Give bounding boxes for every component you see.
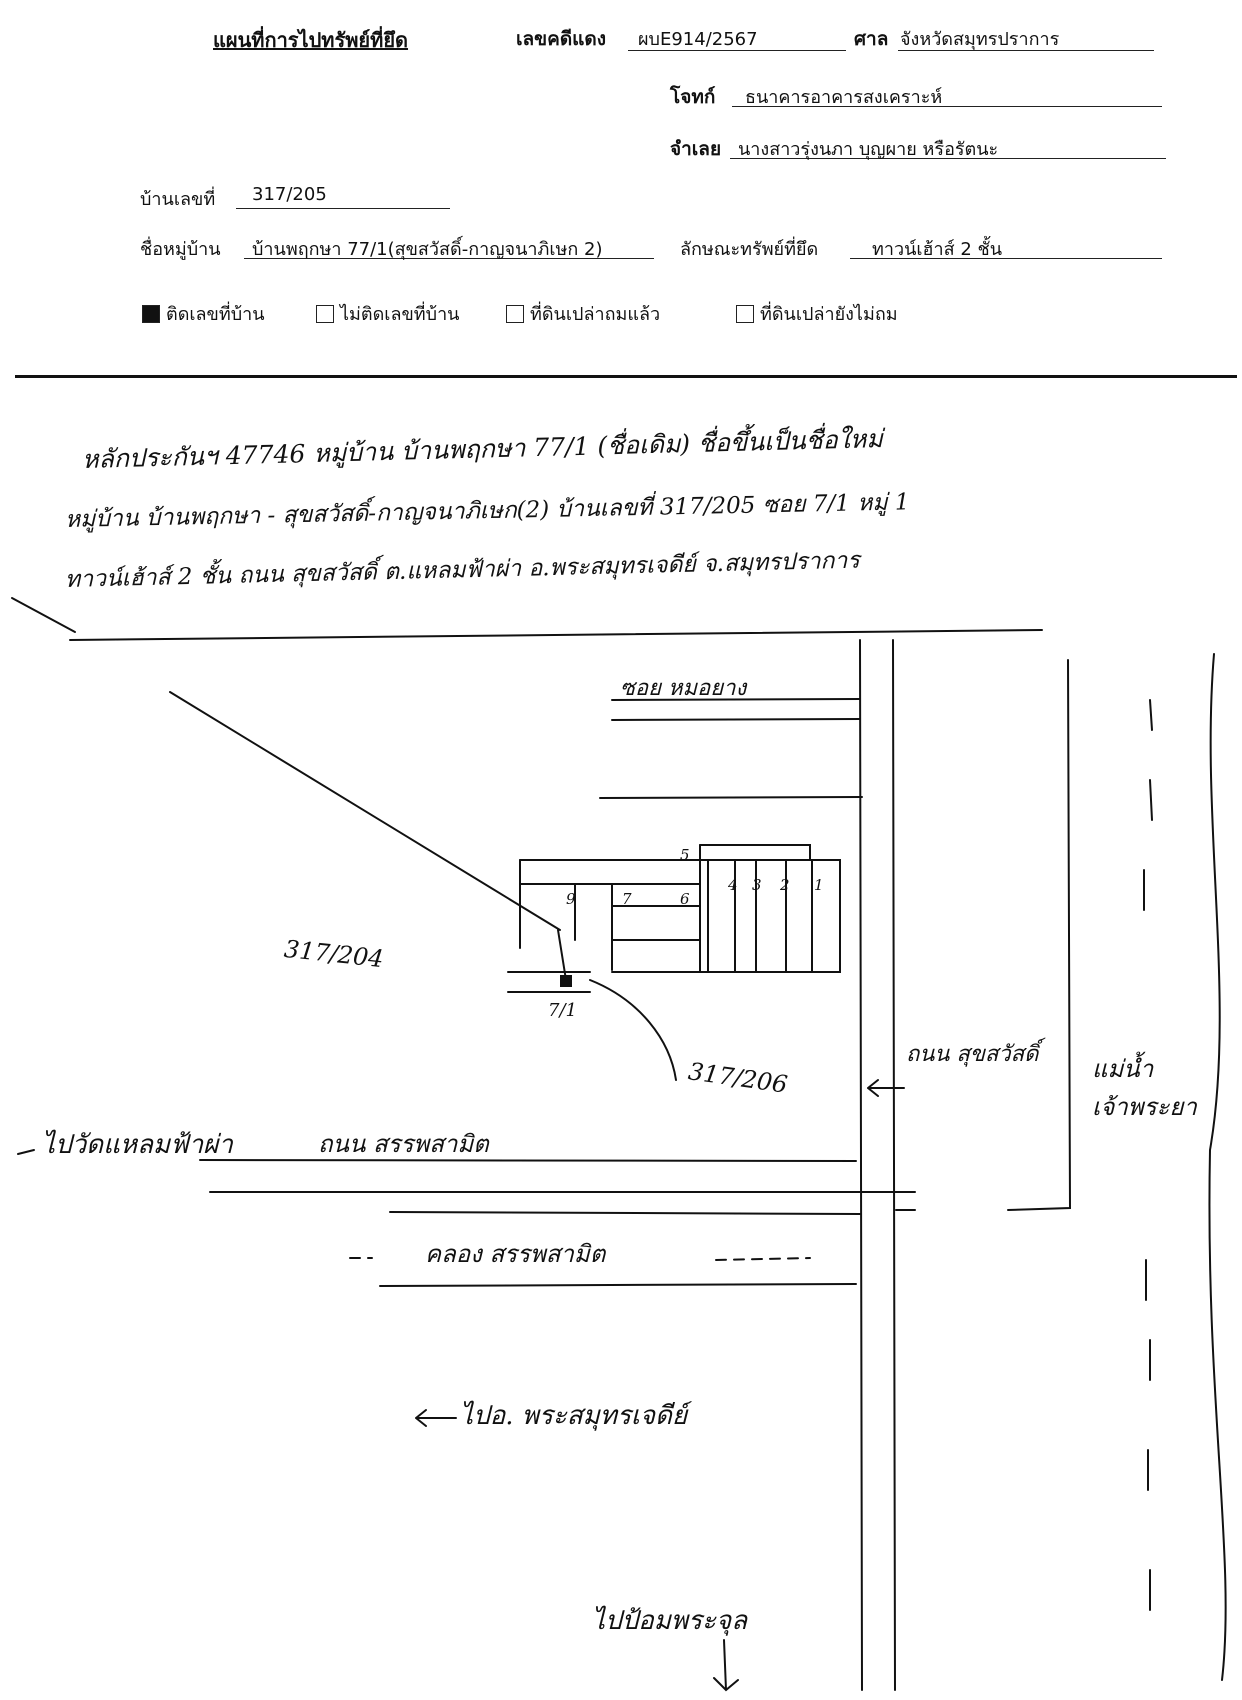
map-label-soi-7-1: 7/1 bbox=[548, 1000, 577, 1021]
plot-outline bbox=[699, 844, 811, 861]
house-number-value: 317/205 bbox=[252, 184, 327, 205]
court-label: ศาล bbox=[854, 28, 889, 50]
checkbox-vacant-land-filled[interactable]: ที่ดินเปล่าถมแล้ว bbox=[506, 299, 660, 328]
canal-edge-upper bbox=[389, 1211, 861, 1215]
soi-edge-lower bbox=[611, 718, 861, 721]
property-type-value: ทาวน์เฮ้าส์ 2 ชั้น bbox=[872, 239, 1003, 260]
village-underline bbox=[244, 258, 654, 259]
arrow-left-district bbox=[415, 1409, 457, 1427]
checkbox-box[interactable] bbox=[506, 305, 524, 323]
arrow-down-pom bbox=[713, 1639, 739, 1692]
property-type-label: ลักษณะทรัพย์ที่ยึด bbox=[680, 239, 819, 260]
river-bank-left bbox=[1007, 659, 1072, 1211]
arrow-left-main-road bbox=[867, 1079, 905, 1097]
map-label-to-wat: ไปวัดแหลมฟ้าผ่า bbox=[42, 1130, 233, 1160]
defendant-underline bbox=[730, 158, 1166, 159]
checkbox-vacant-land-unfilled[interactable]: ที่ดินเปล่ายังไม่ถม bbox=[736, 299, 898, 328]
river-flow-marks bbox=[1143, 699, 1153, 1611]
checkbox-label: ที่ดินเปล่าถมแล้ว bbox=[530, 304, 661, 325]
leader-317-206 bbox=[589, 979, 677, 1081]
plot-label-9: 9 bbox=[566, 890, 576, 908]
soi-7-1 bbox=[507, 971, 591, 993]
checkbox-label: ที่ดินเปล่ายังไม่ถม bbox=[760, 304, 898, 325]
map-label-side-road: ถนน สรรพสามิต bbox=[318, 1130, 489, 1158]
map-label-main-road: ถนน สุขสวัสดิ์ bbox=[906, 1042, 1039, 1067]
section-divider bbox=[15, 375, 1237, 378]
house-number-underline bbox=[236, 208, 450, 209]
river-bank-right bbox=[1208, 653, 1227, 1681]
property-type-underline bbox=[850, 258, 1162, 259]
map-label-to-pom: ไปป้อมพระจุล bbox=[592, 1606, 748, 1636]
checkbox-box[interactable] bbox=[736, 305, 754, 323]
leader-317-205 bbox=[557, 929, 567, 981]
checkbox-label: ติดเลขที่บ้าน bbox=[166, 304, 265, 325]
case-number-label: เลขคดีแดง bbox=[516, 28, 607, 50]
soi-edge-bottom bbox=[599, 796, 863, 799]
map-label-canal: คลอง สรรพสามิต bbox=[425, 1240, 606, 1268]
village-label: ชื่อหมู่บ้าน bbox=[140, 239, 221, 260]
pointer-line-to-plot bbox=[169, 691, 561, 931]
map-label-to-district: ไปอ. พระสมุทรเจดีย์ bbox=[460, 1401, 688, 1431]
target-plot-marker bbox=[560, 975, 572, 987]
main-road-edge-right bbox=[892, 639, 896, 1691]
main-road-edge-left bbox=[859, 639, 863, 1691]
plot-label-1: 1 bbox=[814, 876, 824, 894]
defendant-label: จำเลย bbox=[670, 138, 722, 160]
arrow-left-wat bbox=[17, 1149, 35, 1155]
map-label-soi-mo-yang: ซอย หมอยาง bbox=[620, 676, 747, 701]
defendant-value: นางสาวรุ่งนภา บุญผาย หรือรัตนะ bbox=[738, 139, 999, 160]
plaintiff-underline bbox=[732, 106, 1162, 107]
pointer-line-left bbox=[11, 597, 76, 633]
plot-label-5: 5 bbox=[680, 846, 690, 864]
plot-label-4: 4 bbox=[727, 876, 738, 894]
plot-outline bbox=[519, 859, 841, 973]
plot-label-3: 3 bbox=[752, 876, 762, 894]
plot-label-6: 6 bbox=[680, 890, 690, 908]
case-number-value: ผบE914/2567 bbox=[638, 29, 758, 50]
checkbox-box[interactable] bbox=[316, 305, 334, 323]
court-underline bbox=[898, 50, 1154, 51]
plot-outline bbox=[519, 883, 701, 973]
road-edge-top bbox=[69, 629, 1043, 641]
checkbox-house-number-posted[interactable]: ติดเลขที่บ้าน bbox=[142, 299, 265, 328]
side-road-edge-upper bbox=[199, 1159, 857, 1162]
canal-dash bbox=[349, 1257, 811, 1261]
plot-label-7: 7 bbox=[622, 890, 632, 908]
case-number-underline bbox=[628, 50, 846, 51]
checkbox-label: ไม่ติดเลขที่บ้าน bbox=[340, 304, 460, 325]
house-number-label: บ้านเลขที่ bbox=[140, 189, 216, 210]
canal-edge-lower bbox=[379, 1283, 857, 1287]
plaintiff-label: โจทก์ bbox=[670, 86, 716, 108]
plaintiff-value: ธนาคารอาคารสงเคราะห์ bbox=[745, 87, 943, 108]
village-value: บ้านพฤกษา 77/1(สุขสวัสดิ์-กาญจนาภิเษก 2) bbox=[252, 239, 603, 260]
document-title: แผนที่การไปทรัพย์ที่ยึด bbox=[213, 28, 409, 52]
plot-label-2: 2 bbox=[779, 876, 790, 894]
soi-edge-upper bbox=[611, 698, 861, 701]
plot-dividers bbox=[707, 859, 813, 973]
checkbox-box-checked[interactable] bbox=[142, 305, 160, 323]
court-value: จังหวัดสมุทรปราการ bbox=[900, 29, 1060, 50]
checkbox-house-number-not-posted[interactable]: ไม่ติดเลขที่บ้าน bbox=[316, 299, 460, 328]
map-label-river: แม่น้ำ เจ้าพระยา bbox=[1092, 1055, 1197, 1122]
